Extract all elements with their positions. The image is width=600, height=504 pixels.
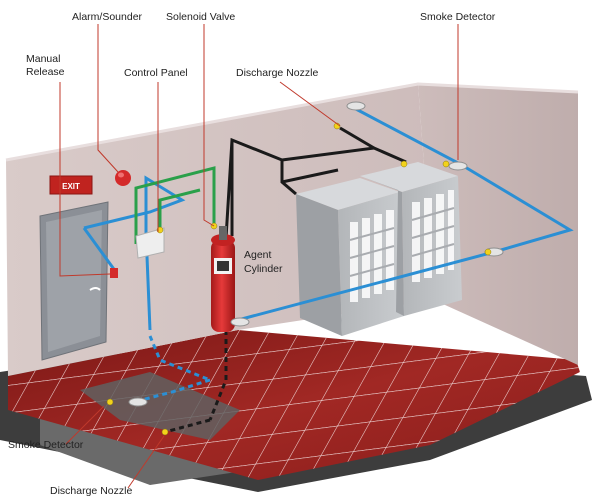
- door-handle: [89, 287, 101, 291]
- server-cabinet-left: [296, 178, 404, 336]
- release-wiring: [134, 166, 216, 244]
- smoke-detector-ceiling-1: [346, 101, 366, 111]
- label-solenoid-valve: Solenoid Valve: [166, 11, 235, 23]
- label-smoke-detector-top: Smoke Detector: [420, 11, 496, 23]
- label-manual-line1: Manual: [26, 53, 60, 65]
- label-discharge-nozzle-top: Discharge Nozzle: [236, 67, 318, 79]
- exit-sign: EXIT: [49, 175, 93, 195]
- ceiling-edge: [5, 82, 579, 162]
- smoke-detector-ceiling-2: [448, 161, 468, 171]
- label-alarm-sounder: Alarm/Sounder: [72, 11, 143, 23]
- label-control-panel: Control Panel: [124, 67, 188, 79]
- alarm-sounder: [115, 170, 131, 186]
- control-panel: [135, 227, 165, 259]
- label-agent-line2: Cylinder: [244, 263, 283, 275]
- discharge-nozzle-floor: [230, 317, 250, 327]
- leader-lines: [59, 24, 459, 489]
- exit-sign-text: EXIT: [62, 182, 80, 191]
- label-manual-line2: Release: [26, 66, 65, 78]
- label-discharge-nozzle-bottom: Discharge Nozzle: [50, 485, 132, 497]
- server-cabinet-right: [360, 162, 462, 316]
- label-smoke-detector-bottom: Smoke Detector: [8, 439, 84, 451]
- smoke-detector-floor: [128, 397, 148, 407]
- manual-release: [110, 268, 118, 278]
- agent-cylinder: [211, 226, 235, 332]
- label-agent-line1: Agent: [244, 249, 272, 261]
- discharge-pipe-network: [164, 126, 407, 434]
